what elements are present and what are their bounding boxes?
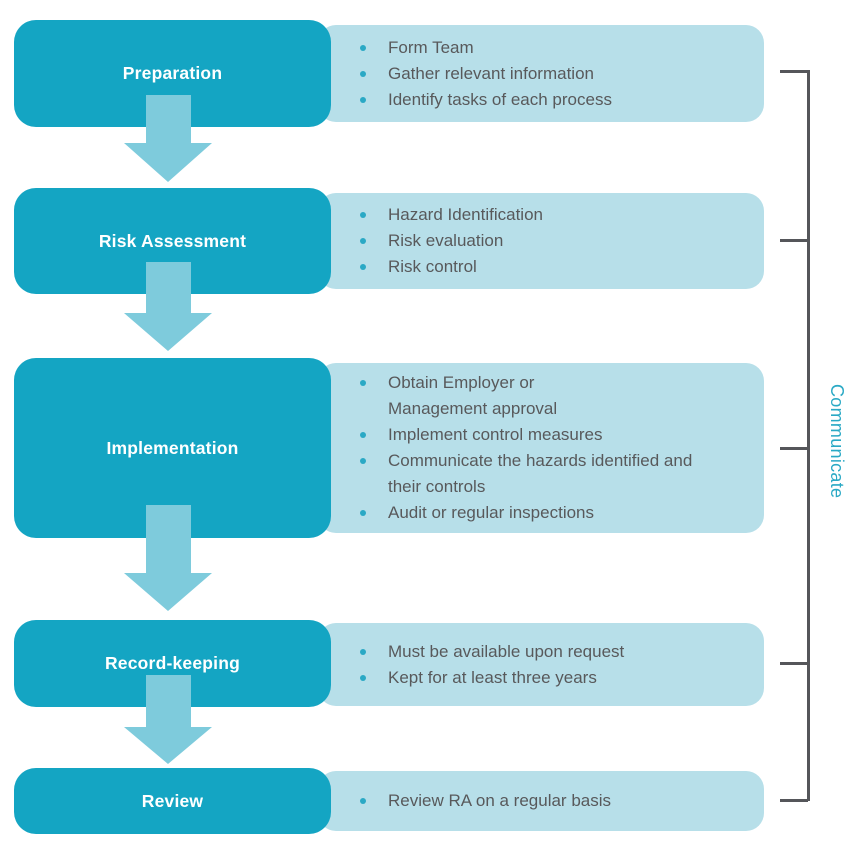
stage-box-risk-assessment: Risk Assessment (14, 188, 331, 294)
bullet-text: Identify tasks of each process (388, 89, 612, 109)
bullet-item: Obtain Employer or Management approval (360, 370, 744, 422)
bullet-text: Risk control (388, 257, 477, 276)
bullet-item: Identify tasks of each process (360, 87, 744, 113)
stage-box-preparation: Preparation (14, 20, 331, 127)
bullet-text: Risk evaluation (388, 231, 504, 250)
down-arrow-icon (124, 143, 212, 182)
bracket-tick (780, 447, 808, 450)
bullet-text: Form Team (388, 37, 474, 57)
detail-box-review: Review RA on a regular basis (318, 771, 764, 831)
bullet-text: Implement control measures (388, 425, 603, 444)
bullet-item: Form Team (360, 35, 744, 61)
bullet-dot-icon (360, 798, 366, 804)
bullet-text: Communicate the hazards identified and t… (388, 451, 693, 496)
down-arrow-icon (124, 313, 212, 351)
bullet-item: Kept for at least three years (360, 665, 744, 691)
bracket-tick (780, 799, 808, 802)
bullet-dot-icon (360, 96, 366, 103)
bullet-text: Hazard Identification (388, 205, 543, 224)
bracket-tick (780, 70, 808, 73)
bullet-dot-icon (360, 70, 366, 77)
bullet-dot-icon (360, 238, 366, 244)
bullet-text: Must be available upon request (388, 641, 625, 661)
bullet-dot-icon (360, 510, 366, 516)
down-arrow-stem (146, 505, 191, 573)
bullet-dot-icon (360, 264, 366, 270)
bullet-list: Review RA on a regular basis (318, 788, 764, 814)
stage-label: Risk Assessment (98, 230, 247, 251)
bullet-text: Review RA on a regular basis (388, 791, 612, 810)
bullet-text: Obtain Employer or Management approval (388, 373, 558, 418)
bracket-tick (780, 662, 808, 665)
bullet-dot-icon (360, 44, 366, 51)
bullet-item: Gather relevant information (360, 61, 744, 87)
down-arrow-icon (124, 727, 212, 764)
stage-label: Review (141, 790, 204, 811)
bullet-item: Communicate the hazards identified and t… (360, 448, 744, 500)
bracket-tick (780, 239, 808, 242)
bullet-dot-icon (360, 458, 366, 464)
bullet-text: Kept for at least three years (388, 667, 597, 687)
down-arrow-icon (124, 573, 212, 611)
bullet-dot-icon (360, 648, 366, 655)
communicate-label: Communicate (827, 383, 847, 499)
stage-label: Preparation (122, 63, 223, 83)
bullet-item: Implement control measures (360, 422, 744, 448)
bullet-dot-icon (360, 432, 366, 438)
bullet-item: Audit or regular inspections (360, 500, 744, 526)
down-arrow-stem (146, 675, 191, 727)
bullet-dot-icon (360, 380, 366, 386)
stage-label: Record-keeping (104, 653, 241, 673)
stage-label: Implementation (106, 437, 239, 458)
bullet-dot-icon (360, 674, 366, 681)
bracket-line (807, 70, 810, 801)
bullet-item: Must be available upon request (360, 639, 744, 665)
stage-box-review: Review (14, 768, 331, 834)
bullet-text: Gather relevant information (388, 63, 594, 83)
bullet-item: Review RA on a regular basis (360, 788, 744, 814)
bullet-dot-icon (360, 212, 366, 218)
bullet-item: Hazard Identification (360, 202, 744, 228)
bullet-text: Audit or regular inspections (388, 503, 595, 522)
down-arrow-stem (146, 262, 191, 313)
bullet-item: Risk control (360, 254, 744, 280)
bullet-item: Risk evaluation (360, 228, 744, 254)
down-arrow-stem (146, 95, 191, 143)
